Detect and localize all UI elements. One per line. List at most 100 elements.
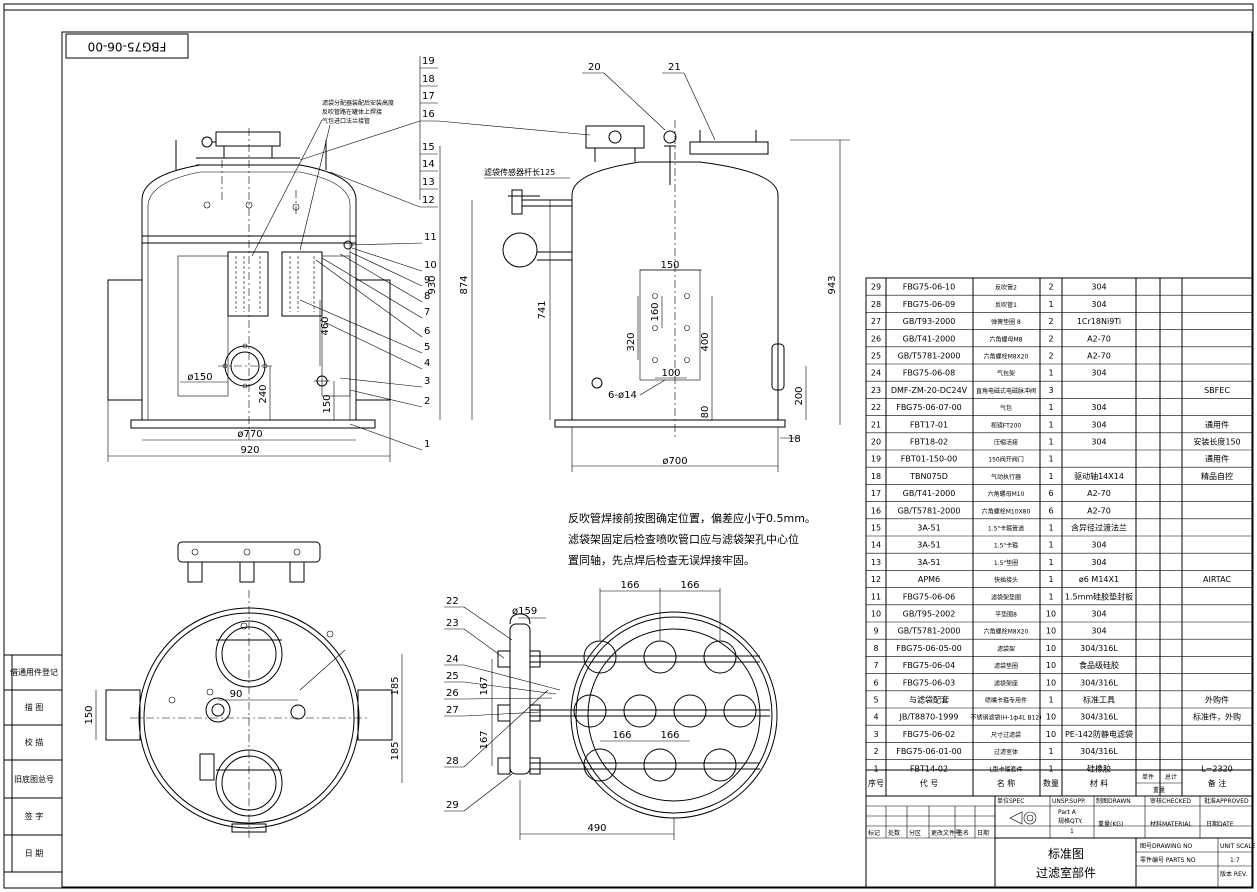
bom-cell: 26 (871, 334, 881, 343)
dim: ø770 (237, 429, 262, 440)
bom-cell: 6 (1048, 506, 1053, 515)
bom-cell: 3A-51 (917, 558, 940, 567)
side-view: 滤袋传感器杆长125 741 150 160 320 400 100 6-ø14… (437, 62, 850, 472)
bom-cell: 6 (1048, 489, 1053, 498)
bom-cell: 10 (1046, 678, 1056, 687)
bom-cell: 13 (871, 558, 881, 567)
bom-cell: 与滤袋配套 (909, 694, 949, 704)
bom-cell: 2 (1048, 283, 1053, 292)
bom-cell: 16 (871, 506, 881, 515)
bom-cell: 驱动轴14X14 (1074, 471, 1124, 481)
bom-cell: 含异径过渡法兰 (1071, 522, 1127, 532)
plan-view-right: ø159 166 166 166 166 167 167 490 (479, 580, 778, 840)
sensor-note: 滤袋传感器杆长125 (484, 167, 555, 177)
dim: 100 (661, 368, 680, 379)
bom-cell: 3 (873, 730, 878, 739)
bom-cell: 1 (1048, 592, 1053, 601)
callout-number: 21 (668, 62, 681, 73)
notes: 反吹管焊接前按图确定位置，偏差应小于0.5mm。 滤袋架固定后检查喷吹管口应与滤… (568, 511, 816, 567)
outer-frame (3, 3, 1254, 889)
bom-cell: 10 (1046, 713, 1056, 722)
bom-cell: 304 (1091, 300, 1106, 309)
tb-label: 签名 (957, 829, 969, 837)
tb-label: 材料MATERIAL (1150, 820, 1192, 828)
bom-cell: 3 (1048, 386, 1053, 395)
bom-cell: 安装长度150 (1193, 436, 1240, 446)
callout-number: 13 (422, 177, 435, 188)
bom-cell: TBN075D (909, 472, 948, 481)
bom-cell: GB/T93-2000 (903, 317, 956, 326)
note-line: 反吹管焊接前按图确定位置，偏差应小于0.5mm。 (568, 511, 816, 525)
callout-number: 8 (424, 291, 430, 302)
bom-header: 名 称 (997, 778, 1016, 788)
dim: 185 (390, 741, 401, 760)
inner-frame (61, 31, 1253, 888)
strip-label: 日 期 (25, 849, 44, 858)
dim: 240 (258, 384, 269, 403)
dim: 741 (537, 300, 548, 319)
bom-cell: 六角螺栓M10X80 (982, 507, 1031, 515)
bom-cell: 六角螺母M10 (988, 490, 1025, 498)
bom-cell: 304 (1091, 403, 1106, 412)
callouts-front: 19 18 17 16 15 14 13 12 11 10 9 8 7 6 5 … (299, 56, 438, 451)
bom-cell: FBG75-06-07-00 (896, 403, 962, 412)
dim: 167 (479, 676, 490, 695)
bom-cell: 10 (1046, 644, 1056, 653)
bom-cell: 通用件 (1205, 419, 1229, 429)
bom-cell: 外购件 (1205, 694, 1229, 704)
dim: 90 (230, 689, 243, 700)
bom-cell: FBG75-06-09 (903, 300, 955, 309)
bom-cell: 六角螺栓M8X20 (984, 628, 1029, 636)
strip-label: 校 描 (25, 737, 44, 747)
bom-cell: 视镜FT200 (991, 421, 1022, 429)
bom-cell: 10 (1046, 661, 1056, 670)
bom-cell: 气包 (1000, 404, 1012, 412)
bom-cell: 滤袋架垫圈 (991, 593, 1021, 601)
callout-number: 22 (446, 596, 459, 607)
bom-header: 单件 (1142, 773, 1154, 781)
bom-cell: 滤袋架座 (994, 679, 1018, 687)
tb-label: 零件编号 PARTS NO (1140, 856, 1196, 864)
bom-cell: ø6 M14X1 (1079, 575, 1119, 584)
bom-cell: 1 (1048, 437, 1053, 446)
callout-number: 28 (446, 756, 459, 767)
bom-cell: FBT14-02 (910, 764, 948, 773)
bom-cell: FBG75-06-10 (903, 283, 955, 292)
bom-cell: 2 (1048, 317, 1053, 326)
dim: ø700 (662, 456, 687, 467)
callout-number: 10 (424, 260, 437, 271)
bom-cell: 5 (873, 695, 878, 704)
bom-cell: 反吹管2 (995, 284, 1017, 292)
bom-cell: 2 (1048, 334, 1053, 343)
drawing-number: FBG75-06-00 (88, 40, 167, 54)
callout-number: 17 (422, 91, 435, 102)
bom-cell: GB/T41-2000 (903, 334, 956, 343)
bom-cell: 10 (1046, 627, 1056, 636)
tb-label: UNIT SCALE (1220, 843, 1256, 850)
front-view: ø770 920 ø150 240 150 460 930 874 滤袋分配器装… (107, 99, 473, 462)
callout-number: 2 (424, 396, 430, 407)
bom-cell: 1 (1048, 523, 1053, 532)
bom-header: 代 号 (920, 778, 939, 788)
bom-cell: 22 (871, 403, 881, 412)
bom-cell: 304/316L (1080, 747, 1118, 756)
bom-cell: 304/316L (1080, 678, 1118, 687)
callout-number: 6 (424, 326, 430, 337)
bom-cell: FBG75-06-01-00 (896, 747, 962, 756)
bom-cell: A2-70 (1087, 351, 1111, 360)
tb-label: UNSP.SUPP. (1052, 798, 1086, 805)
bom-cell: 304/316L (1080, 644, 1118, 653)
bom-cell: GB/T41-2000 (903, 489, 956, 498)
callout-number: 16 (422, 109, 435, 120)
bom-header: 序号 (868, 778, 884, 788)
bom-cell: FBG75-06-05-00 (896, 644, 962, 653)
callout-number: 7 (424, 307, 430, 318)
bom-header: 总计 (1165, 773, 1177, 781)
bom-cell: 304 (1091, 627, 1106, 636)
note-small: 反吹管路在罐体上焊接 (322, 108, 382, 116)
dim: ø159 (512, 606, 537, 617)
bom-cell: L=2320 (1201, 764, 1233, 773)
bom-cell: FBT17-01 (910, 420, 948, 429)
strip-label: 描 图 (25, 702, 44, 712)
